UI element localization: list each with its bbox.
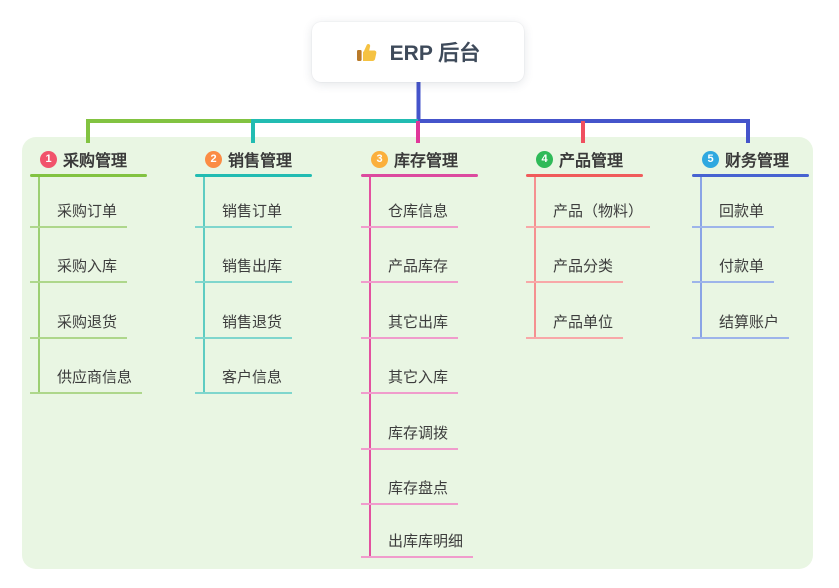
branch-2-underline [195, 174, 312, 177]
node-sales-outbound[interactable]: 销售出库 [195, 253, 292, 283]
branch-4-underline [526, 174, 643, 177]
branch-column-3: 3 库存管理 仓库信息 产品库存 其它出库 其它入库 库存调拨 库存盘点 出库库… [361, 0, 521, 588]
branch-column-4: 4 产品管理 产品（物料） 产品分类 产品单位 [526, 0, 686, 588]
node-product-unit[interactable]: 产品单位 [526, 309, 623, 339]
branch-2-header[interactable]: 2 销售管理 [205, 147, 292, 171]
node-stock-transfer[interactable]: 库存调拨 [361, 420, 458, 450]
root-node[interactable]: ERP 后台 [312, 22, 524, 82]
branch-column-1: 1 采购管理 采购订单 采购入库 采购退货 供应商信息 [30, 0, 190, 588]
node-customer-info[interactable]: 客户信息 [195, 364, 292, 394]
branch-column-2: 2 销售管理 销售订单 销售出库 销售退货 客户信息 [195, 0, 355, 588]
branch-1-trunk-line [38, 177, 40, 394]
branch-1-badge: 1 [40, 150, 57, 168]
branch-4-header[interactable]: 4 产品管理 [536, 147, 623, 171]
thumbs-up-icon [356, 40, 380, 64]
branches-panel [22, 137, 813, 569]
root-title: ERP 后台 [389, 42, 481, 65]
node-outbound-detail[interactable]: 出库库明细 [361, 528, 473, 558]
node-other-inbound[interactable]: 其它入库 [361, 364, 458, 394]
node-settlement-account[interactable]: 结算账户 [692, 309, 789, 339]
branch-4-badge: 4 [536, 150, 553, 168]
node-payment-voucher[interactable]: 付款单 [692, 253, 774, 283]
branch-2-badge: 2 [205, 150, 222, 168]
branch-3-label: 库存管理 [394, 153, 459, 170]
node-other-outbound[interactable]: 其它出库 [361, 309, 458, 339]
node-receipt-voucher[interactable]: 回款单 [692, 198, 774, 228]
branch-4-label: 产品管理 [559, 153, 624, 170]
branch-2-label: 销售管理 [228, 153, 293, 170]
node-warehouse-info[interactable]: 仓库信息 [361, 198, 458, 228]
node-purchase-return[interactable]: 采购退货 [30, 309, 127, 339]
branch-5-underline [692, 174, 809, 177]
branch-3-header[interactable]: 3 库存管理 [371, 147, 458, 171]
node-sales-return[interactable]: 销售退货 [195, 309, 292, 339]
branch-2-trunk-line [203, 177, 205, 394]
node-stock-count[interactable]: 库存盘点 [361, 475, 458, 505]
branch-5-label: 财务管理 [725, 153, 790, 170]
branch-5-badge: 5 [702, 150, 719, 168]
branch-1-label: 采购管理 [63, 153, 128, 170]
node-product-material[interactable]: 产品（物料） [526, 198, 650, 228]
node-product-stock[interactable]: 产品库存 [361, 253, 458, 283]
branch-3-trunk-line [369, 177, 371, 558]
branch-1-underline [30, 174, 147, 177]
branch-3-badge: 3 [371, 150, 388, 168]
branch-5-trunk-line [700, 177, 702, 339]
branch-5-header[interactable]: 5 财务管理 [702, 147, 789, 171]
node-sales-order[interactable]: 销售订单 [195, 198, 292, 228]
node-purchase-inbound[interactable]: 采购入库 [30, 253, 127, 283]
branch-1-header[interactable]: 1 采购管理 [40, 147, 127, 171]
node-purchase-order[interactable]: 采购订单 [30, 198, 127, 228]
branch-3-underline [361, 174, 478, 177]
node-supplier-info[interactable]: 供应商信息 [30, 364, 142, 394]
node-product-category[interactable]: 产品分类 [526, 253, 623, 283]
branch-4-trunk-line [534, 177, 536, 339]
branch-column-5: 5 财务管理 回款单 付款单 结算账户 [692, 0, 839, 588]
